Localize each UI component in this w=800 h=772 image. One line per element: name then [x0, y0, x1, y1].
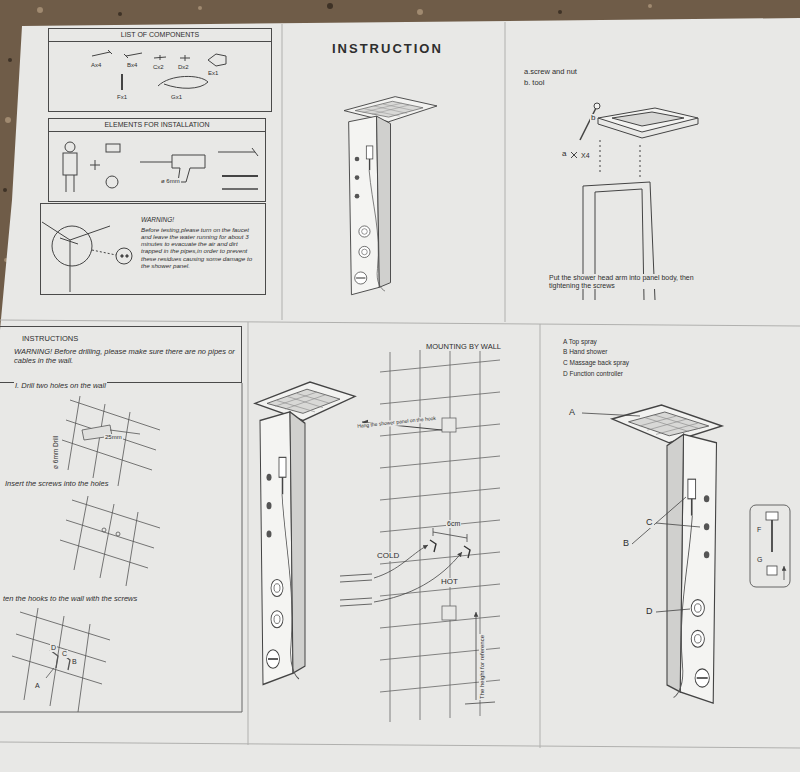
text-label: 6cm [446, 520, 461, 528]
instructions-box: INSTRUCTIONS WARNING! Before drilling, pl… [0, 326, 242, 383]
text-label: 25mm [104, 434, 123, 441]
elements-box: ELEMENTS FOR INSTALLATION [48, 118, 266, 202]
text-label: A Top spray [562, 338, 598, 345]
box-heading: LIST OF COMPONENTS [49, 29, 271, 42]
text-label: C [61, 650, 68, 658]
text-label: D [645, 607, 654, 617]
text-label: D Function controller [562, 370, 624, 377]
text-label: X4 [580, 152, 591, 160]
text-label: Ex1 [207, 70, 219, 77]
text-label: B [622, 539, 630, 549]
text-label: Dx2 [177, 64, 190, 71]
text-label: COLD [376, 552, 400, 561]
text-label: B Hand shower [562, 348, 608, 355]
text-label: Ax4 [90, 62, 102, 69]
text-label: ø 6mm [160, 178, 181, 185]
text-label: ø 6mm Drill [52, 435, 59, 470]
text-label: C Massage back spray [562, 359, 630, 366]
text-label: HOT [440, 578, 459, 587]
text-label: Gx1 [170, 94, 183, 101]
text-label: MOUNTING BY WALL [425, 343, 502, 351]
text-label: Cx2 [152, 64, 165, 71]
text-label: Put the shower head arm into panel body,… [548, 274, 725, 289]
text-label: a.screw and nut [523, 68, 578, 76]
box-body: WARNING! Before drilling, please make su… [14, 348, 236, 365]
sheet-title: INSTRUCTION [332, 42, 443, 57]
text-label: ten the hooks to the wall with the screw… [2, 595, 138, 603]
text-label: A [34, 682, 41, 690]
text-label: I. Drill two holes on the wall [14, 382, 107, 390]
warning-box: WARNING! Before testing,please turn on th… [40, 203, 266, 295]
text-label: C [645, 518, 654, 528]
box-heading: ELEMENTS FOR INSTALLATION [49, 119, 265, 132]
text-label: b. tool [523, 79, 545, 87]
text-label: a [561, 150, 567, 159]
text-label: D [50, 644, 57, 652]
text-label: F [756, 526, 762, 534]
box-body: Before testing,please turn on the faucet… [141, 226, 259, 269]
text-label: Bx4 [126, 62, 138, 69]
text-label: Insert the screws into the holes [4, 480, 109, 488]
text-label: The height for reference [479, 634, 486, 700]
text-label: b [590, 114, 596, 123]
text-label: A [568, 408, 576, 418]
box-heading: WARNING! [141, 216, 259, 223]
text-label: G [756, 556, 763, 564]
text-label: B [71, 658, 78, 666]
box-heading: INSTRUCTIONS [22, 335, 222, 344]
text-label: Fx1 [116, 94, 128, 101]
